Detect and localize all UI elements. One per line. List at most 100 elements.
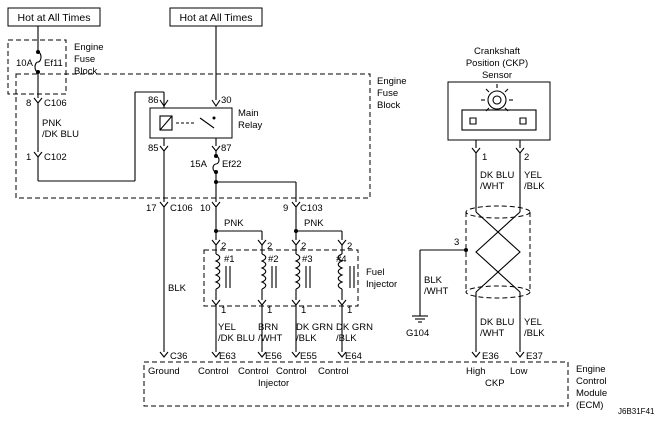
wire-ckp2-bot-label-2: /BLK (524, 328, 545, 339)
ckp-sensor (447, 81, 551, 141)
ecm-injector-label: Injector (258, 378, 289, 389)
injector-1-coil-icon (214, 253, 221, 290)
e55-label: E55 (300, 351, 317, 362)
e36-label: E36 (482, 351, 499, 362)
relay-pin-86-arrow (159, 99, 169, 107)
wire-inj4-label-1: DK GRN (336, 322, 373, 333)
wire-pnk-a-label: PNK (224, 218, 244, 229)
ecm-label-3: Module (576, 388, 607, 399)
fuse-ef22-rating: 15A (190, 159, 208, 170)
wire-pnk-b-label: PNK (304, 218, 324, 229)
c106-top-pin: 8 (26, 98, 31, 109)
fuse-ef11-rating: 10A (16, 58, 34, 69)
injector-3: 2 #3 1 (291, 239, 313, 316)
c106-bottom-label: C106 (170, 203, 193, 214)
connector-c36-icon (159, 351, 169, 358)
connector-c106-top-icon (33, 97, 43, 104)
wire-ckp1-top-label-2: /WHT (480, 181, 504, 192)
ecm-control-3-label: Control (276, 366, 307, 377)
fuse-block-upper-label-2: Fuse (74, 54, 95, 65)
relay-pin-86: 86 (148, 95, 159, 106)
wire-inj2-label-2: /WHT (258, 333, 282, 344)
wire-ckp2-top-label-2: /BLK (524, 181, 545, 192)
c106-top-label: C106 (44, 98, 67, 109)
ecm-label-1: Engine (576, 364, 606, 375)
injector-2-pin-top: 2 (267, 241, 272, 252)
wire-pnk-dkblu-label-2: /DK BLU (42, 129, 79, 140)
c106-pin-17: 17 (146, 203, 157, 214)
fuse-block-main-label-3: Block (377, 100, 400, 111)
fuse-block-upper-label-1: Engine (74, 42, 104, 53)
injector-2: 2 #2 1 (257, 239, 279, 316)
ecm-label-2: Control (576, 376, 607, 387)
relay-pin-87: 87 (221, 143, 232, 154)
ground-icon (412, 315, 428, 323)
wire-inj1-label-1: YEL (218, 322, 236, 333)
relay-switch-icon (199, 117, 215, 129)
injector-3-pin-bot: 1 (301, 305, 306, 316)
fuel-injectors: Fuel Injector (203, 249, 397, 307)
injector-1: 2 #1 1 (211, 239, 235, 316)
connector-e63-icon (211, 351, 221, 358)
ecm-ckp-high-label: High (466, 366, 486, 377)
injector-label-2: Injector (366, 279, 397, 290)
connector-e36-icon (471, 351, 481, 358)
ecm-control-4-label: Control (318, 366, 349, 377)
fuse-block-upper-label-3: Block (74, 66, 97, 77)
e64-label: E64 (345, 351, 362, 362)
engine-fuse-block-main: Engine Fuse Block (15, 73, 407, 199)
ckp-pin-2: 2 (524, 152, 529, 163)
connector-c103-icon (291, 201, 301, 208)
wire-ckp2-top-label-1: YEL (524, 170, 542, 181)
injector-2-coil-icon (260, 253, 267, 290)
fuse-ef22-icon (212, 155, 220, 173)
wire-pnk-dkblu-label-1: PNK (42, 118, 62, 129)
injector-4: 2 #4 1 (336, 239, 355, 316)
ckp-label-2: Position (CKP) (466, 58, 528, 69)
engine-control-module: Ground Control Control Control Control I… (143, 361, 607, 411)
e37-label: E37 (526, 351, 543, 362)
ecm-label-4: (ECM) (576, 400, 603, 411)
wire-inj3-label-1: DK GRN (296, 322, 333, 333)
connector-e56-icon (257, 351, 267, 358)
c103-label: C103 (300, 203, 323, 214)
wire-inj4-label-2: /BLK (336, 333, 357, 344)
hot-at-all-times-right: Hot at All Times (169, 7, 263, 27)
main-relay-label-1: Main (238, 108, 259, 119)
fuse-ef22-name: Ef22 (222, 159, 242, 170)
fuse-block-main-label-1: Engine (377, 76, 407, 87)
ckp-pin-2-arrow (515, 147, 525, 154)
hot-label-right: Hot at All Times (180, 12, 253, 24)
ckp-label-1: Crankshaft (474, 46, 520, 57)
wire-inj1-label-2: /DK BLU (218, 333, 255, 344)
ckp-pin-1: 1 (482, 152, 487, 163)
relay-pin-30-arrow (211, 99, 221, 107)
wire-ckp1-bot-label-2: /WHT (480, 328, 504, 339)
ecm-ckp-low-label: Low (510, 366, 528, 377)
relay-pin-85: 85 (148, 143, 159, 154)
ecm-ground-label: Ground (148, 366, 180, 377)
injector-1-pin-bot: 1 (221, 305, 226, 316)
connector-c106-pin10-icon (211, 201, 221, 208)
fuse-ef11-name: Ef11 (44, 58, 63, 69)
connector-e55-icon (291, 351, 301, 358)
ecm-control-1-label: Control (198, 366, 229, 377)
e56-label: E56 (265, 351, 282, 362)
relay-pin-85-arrow (159, 145, 169, 152)
injector-3-coil-icon (294, 253, 301, 290)
hot-at-all-times-left: Hot at All Times (7, 7, 101, 27)
wire-blk-wht-label-1: BLK (424, 275, 443, 286)
connector-c106-pin17-icon (159, 201, 169, 208)
injector-4-coil-icon (337, 253, 344, 290)
relay-coil-icon (159, 115, 173, 131)
crankshaft-wheel-icon (487, 90, 507, 110)
ecm-ckp-label: CKP (485, 378, 505, 389)
ckp-pin-1-arrow (471, 147, 481, 154)
ground-g104-label: G104 (406, 328, 429, 339)
wire-ckp2-bot-label-1: YEL (524, 317, 542, 328)
injector-3-name: #3 (302, 254, 313, 265)
wire-inj3-label-2: /BLK (296, 333, 317, 344)
injector-1-name: #1 (224, 254, 235, 265)
engine-fuse-block-upper: Engine Fuse Block (7, 39, 104, 95)
ckp-shielded-twisted-pair (465, 205, 531, 299)
